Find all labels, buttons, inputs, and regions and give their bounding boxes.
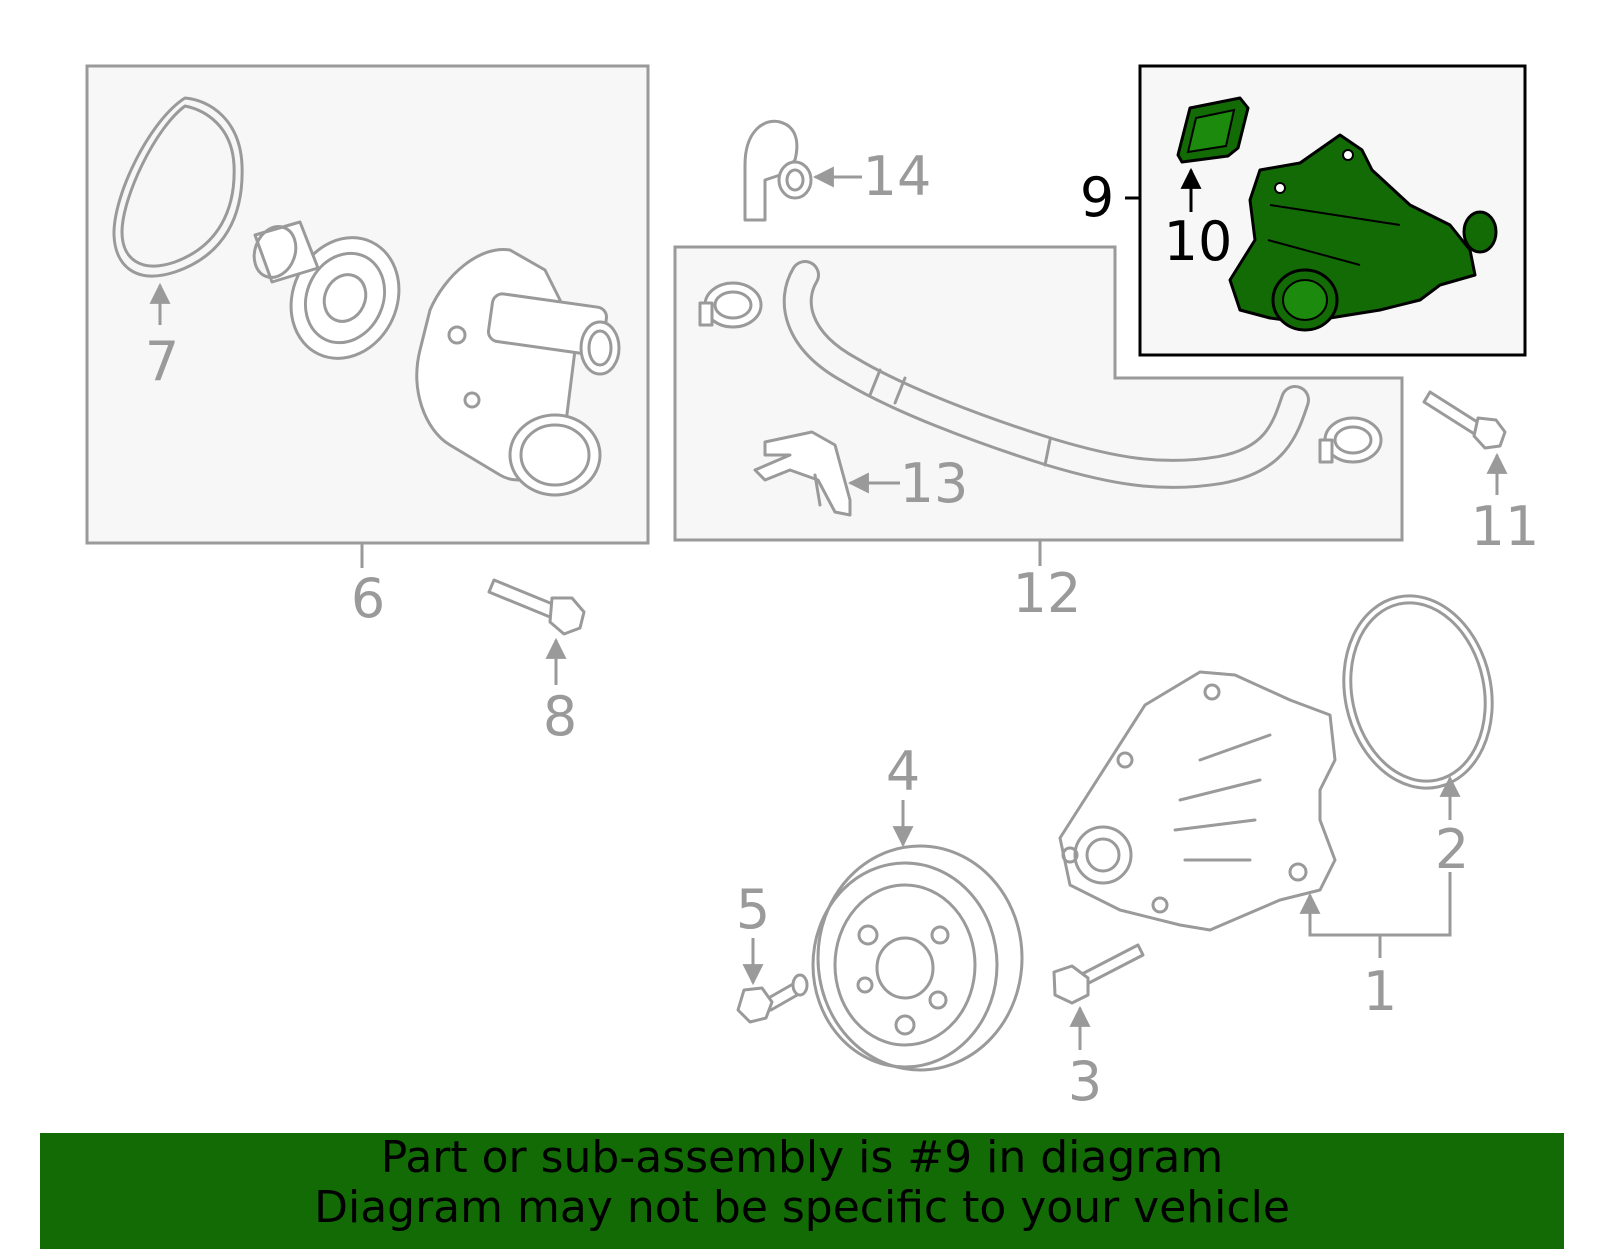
callout-14: 14 — [863, 145, 932, 208]
bolt-part-5 — [736, 973, 809, 1024]
callout-13: 13 — [900, 452, 969, 515]
callout-9: 9 — [1080, 166, 1114, 229]
callout-8: 8 — [543, 685, 577, 748]
info-banner: Part or sub-assembly is #9 in diagram Di… — [40, 1133, 1564, 1249]
callout-12: 12 — [1013, 562, 1082, 625]
oring-part-2 — [1342, 594, 1494, 790]
banner-line-1: Part or sub-assembly is #9 in diagram — [380, 1132, 1224, 1183]
gasket-part-7 — [112, 96, 244, 278]
bracket-part-13 — [753, 430, 852, 517]
callout-4: 4 — [886, 740, 920, 803]
bolt-part-8 — [487, 578, 586, 636]
hose-clamp-left — [698, 281, 763, 329]
callout-2: 2 — [1435, 818, 1469, 881]
callout-1: 1 — [1363, 960, 1397, 1023]
water-pump-part-1 — [1058, 670, 1337, 932]
coolant-hose-part-12 — [782, 260, 1310, 489]
pulley-part-4 — [811, 844, 1024, 1072]
callout-3: 3 — [1068, 1050, 1102, 1113]
banner-line-2: Diagram may not be specific to your vehi… — [314, 1182, 1290, 1233]
seal-part-10 — [1176, 96, 1250, 164]
thermostat-part — [252, 220, 401, 360]
water-outlet-housing-part-9 — [1228, 133, 1498, 332]
callout-7: 7 — [145, 330, 179, 393]
hose-clamp-right — [1318, 416, 1383, 464]
bolt-part-11 — [1422, 390, 1507, 450]
thermostat-housing-part — [415, 247, 621, 497]
callout-10: 10 — [1164, 210, 1233, 273]
callout-6: 6 — [351, 567, 385, 630]
elbow-hose-part-14 — [743, 119, 813, 222]
leader-1 — [1308, 898, 1452, 937]
callout-11: 11 — [1471, 495, 1540, 558]
bolt-part-3 — [1052, 943, 1145, 1005]
callout-5: 5 — [736, 878, 770, 941]
